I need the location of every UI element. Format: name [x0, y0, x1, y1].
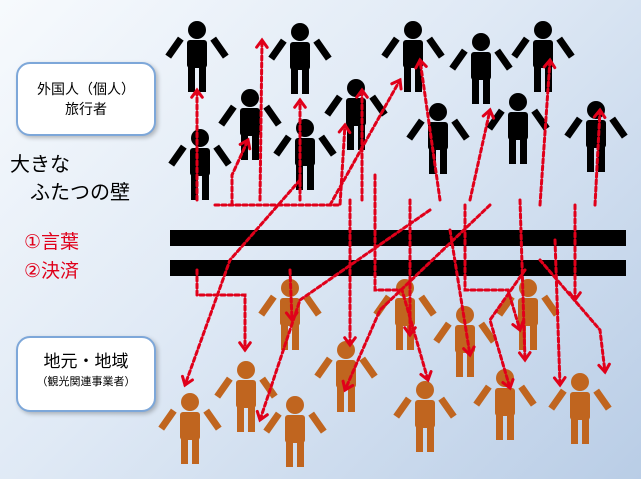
wall-item-payment: ②決済	[24, 260, 80, 282]
walls-title-line-1: 大きな	[10, 152, 70, 176]
arrowhead	[403, 326, 417, 338]
arrowhead	[180, 374, 194, 388]
local-person-icon	[473, 369, 537, 440]
arrowhead	[337, 122, 352, 135]
local-person-icon	[314, 341, 378, 412]
arrowhead	[511, 320, 525, 333]
arrowhead	[341, 379, 355, 393]
interaction-arrow	[468, 108, 492, 202]
wall-payment	[170, 260, 626, 276]
interaction-arrow	[418, 58, 442, 202]
interaction-arrow	[538, 258, 607, 374]
arrowhead	[293, 97, 307, 109]
arrowhead	[419, 370, 433, 383]
traveler-person-icon	[449, 33, 513, 104]
arrowhead	[238, 341, 252, 353]
arrowhead	[517, 351, 532, 363]
interaction-arrow	[258, 208, 432, 422]
arrowhead	[390, 77, 403, 91]
foreign-traveler-label-2: 旅行者	[65, 102, 107, 118]
traveler-person-icon	[406, 103, 470, 174]
arrowhead	[238, 137, 252, 151]
interaction-arrows	[180, 37, 611, 423]
traveler-group	[165, 21, 628, 200]
local-business-box: 地元・地域 （観光関連事業者）	[16, 336, 156, 412]
interaction-arrow	[213, 123, 347, 207]
wall-language	[170, 230, 626, 246]
arrowhead	[552, 376, 567, 388]
foreign-traveler-label-1: 外国人（個人）	[37, 82, 135, 98]
arrowhead	[343, 336, 357, 348]
local-person-icon	[393, 381, 457, 452]
barrier-walls	[170, 230, 626, 276]
arrowhead	[462, 345, 476, 358]
arrowhead	[355, 87, 369, 99]
local-group	[158, 279, 612, 467]
arrowhead	[501, 378, 515, 391]
arrowhead	[592, 107, 607, 120]
interaction-arrow	[488, 268, 527, 390]
wall-list: ①言葉 ②決済	[24, 228, 79, 286]
traveler-person-icon	[273, 119, 337, 190]
interaction-arrow	[593, 108, 602, 207]
wall-item-language: ①言葉	[24, 231, 80, 253]
arrowhead	[542, 57, 557, 70]
interaction-arrow	[230, 138, 250, 207]
traveler-person-icon	[268, 23, 332, 94]
interaction-arrow	[553, 238, 562, 387]
arrowhead	[597, 362, 611, 375]
interaction-arrow	[195, 268, 247, 352]
traveler-person-icon	[511, 21, 575, 92]
walls-title: 大きな ふたつの壁	[10, 150, 130, 206]
interaction-arrow	[518, 198, 527, 362]
interaction-arrow	[448, 228, 472, 357]
interaction-arrow	[343, 203, 492, 392]
local-business-title: 地元・地域	[43, 352, 129, 372]
foreign-traveler-box: 外国人（個人） 旅行者	[16, 62, 156, 136]
traveler-person-icon	[486, 93, 550, 164]
traveler-person-icon	[165, 21, 229, 92]
arrowhead	[255, 37, 269, 49]
traveler-person-icon	[324, 79, 388, 150]
interaction-arrow	[288, 268, 294, 322]
interaction-arrow	[183, 178, 302, 387]
local-person-icon	[258, 279, 322, 350]
interaction-arrow	[258, 38, 264, 202]
local-business-subtitle: （観光関連事業者）	[36, 375, 136, 388]
arrowhead	[414, 57, 428, 70]
interaction-arrow	[463, 203, 522, 332]
local-person-icon	[263, 396, 327, 467]
interaction-arrow	[538, 58, 552, 207]
arrowhead	[190, 87, 204, 99]
arrowhead	[255, 409, 269, 423]
traveler-person-icon	[381, 21, 445, 92]
interaction-arrow	[373, 173, 430, 382]
traveler-person-icon	[168, 129, 232, 200]
local-person-icon	[158, 393, 222, 464]
walls-title-line-2: ふたつの壁	[30, 180, 130, 204]
arrowhead	[481, 107, 496, 120]
